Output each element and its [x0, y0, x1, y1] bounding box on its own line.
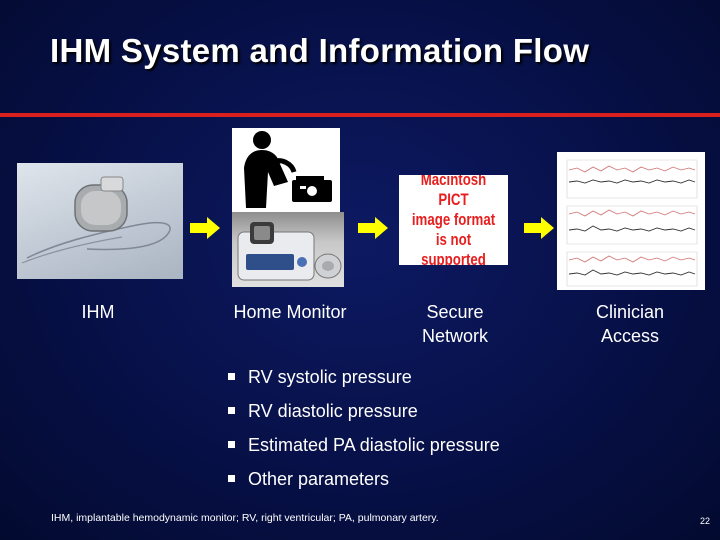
bullet-square-icon — [228, 373, 235, 380]
patient-figure-image — [232, 128, 340, 212]
list-item: Estimated PA diastolic pressure — [228, 434, 500, 468]
flow-arrow-icon — [190, 217, 220, 239]
clinician-chart-image — [557, 152, 705, 290]
bullet-square-icon — [228, 475, 235, 482]
stage-label-home-monitor: Home Monitor — [233, 302, 347, 322]
flow-arrow-icon — [524, 217, 554, 239]
bullet-square-icon — [228, 407, 235, 414]
list-item: RV diastolic pressure — [228, 400, 500, 434]
page-number: 22 — [700, 516, 711, 526]
secure-network-image-placeholder: Macintosh PICT image format is not suppo… — [399, 175, 508, 265]
bullet-square-icon — [228, 441, 235, 448]
ihm-device-image — [17, 163, 183, 279]
stage-label-ihm: IHM — [81, 302, 115, 322]
title-divider — [0, 113, 720, 117]
home-monitor-image — [232, 212, 344, 287]
stage-label-secure-network: Secure Network — [421, 302, 488, 346]
flow-arrow-icon — [358, 217, 388, 239]
parameter-list: RV systolic pressure RV diastolic pressu… — [228, 366, 500, 502]
pict-placeholder-text: Macintosh PICT image format is not suppo… — [411, 175, 496, 265]
slide-title: IHM System and Information Flow — [50, 32, 590, 69]
stage-label-clinician-access: Clinician Access — [595, 302, 665, 346]
list-item: Other parameters — [228, 468, 500, 502]
footnote: IHM, implantable hemodynamic monitor; RV… — [51, 512, 439, 524]
list-item: RV systolic pressure — [228, 366, 500, 400]
